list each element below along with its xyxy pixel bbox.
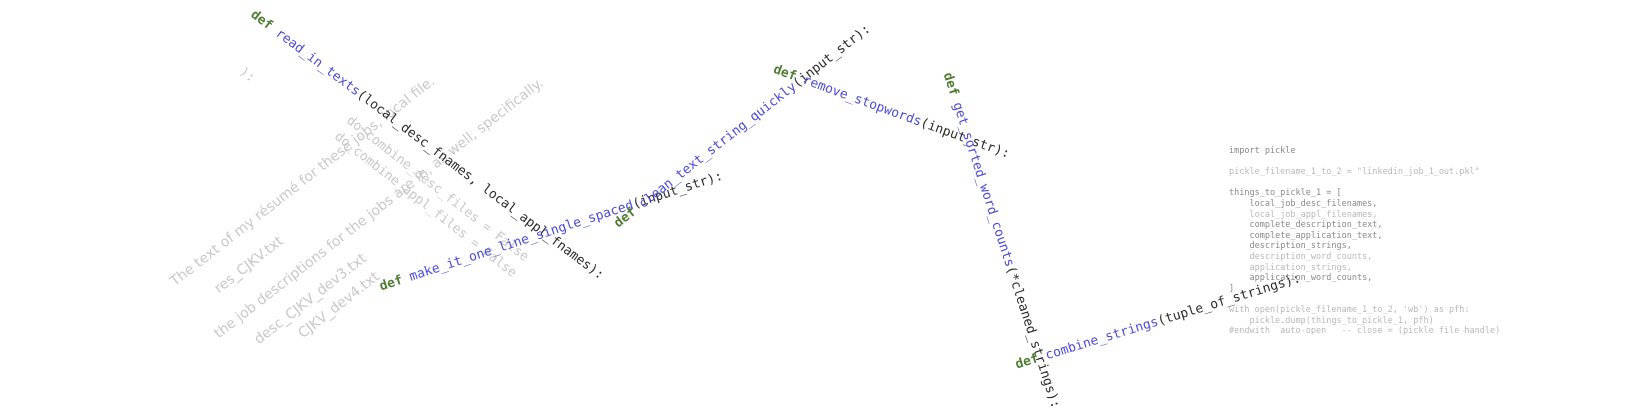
code-line-item: application_word_counts, [1249,273,1373,284]
code-line-filename: pickle_filename_1_to_2 = "linkedin_job_1… [1229,167,1480,178]
function-name: read_in_texts [272,26,363,100]
code-line-blank [1229,294,1500,305]
code-line-item: complete_application_text, [1249,230,1383,241]
code-line-comment: #endwith auto-open -- close = (pickle fi… [1229,326,1501,337]
code-line-item: local_job_desc_filenames, [1249,198,1378,209]
code-line-dump: pickle.dump(things_to_pickle_1, pfh) [1229,315,1434,326]
code-line-item: description_word_counts, [1249,251,1373,262]
def-keyword: def [377,272,405,295]
code-line-import: import pickle [1229,146,1296,156]
code-line-item: complete_description_text, [1249,220,1383,231]
function-signature-clean-text-string: def clean_text_string_quickly(input_str)… [611,22,873,231]
def-keyword: def [247,7,276,34]
function-name: clean_text_string_quickly [636,79,800,212]
code-line-with: with open(pickle_filename_1_to_2, 'wb') … [1229,304,1470,315]
pickle-code-block: import pickle pickle_filename_1_to_2 = "… [1229,146,1500,337]
ghost-paren-close: ): [236,64,258,86]
def-keyword: def [771,62,799,85]
function-name: remove_stopwords [800,72,924,130]
code-line-list-close: ] [1229,283,1235,294]
code-line-blank [1229,157,1500,168]
function-name: get_sorted_word_counts [949,100,1017,269]
function-args: (*cleaned_strings): [1002,264,1063,411]
code-line-item: local_job_appl_filenames, [1249,209,1378,220]
def-keyword: def [939,70,962,98]
code-line-blank [1229,178,1500,189]
function-signature-read-in-texts: def read_in_texts(local_desc_fnames, loc… [247,7,607,283]
code-line-item: application_strings, [1249,262,1352,273]
code-line-item: description_strings, [1249,241,1352,252]
function-name: combine_strings [1043,314,1161,364]
code-line-list-open: things_to_pickle_1 = [ [1229,188,1342,199]
